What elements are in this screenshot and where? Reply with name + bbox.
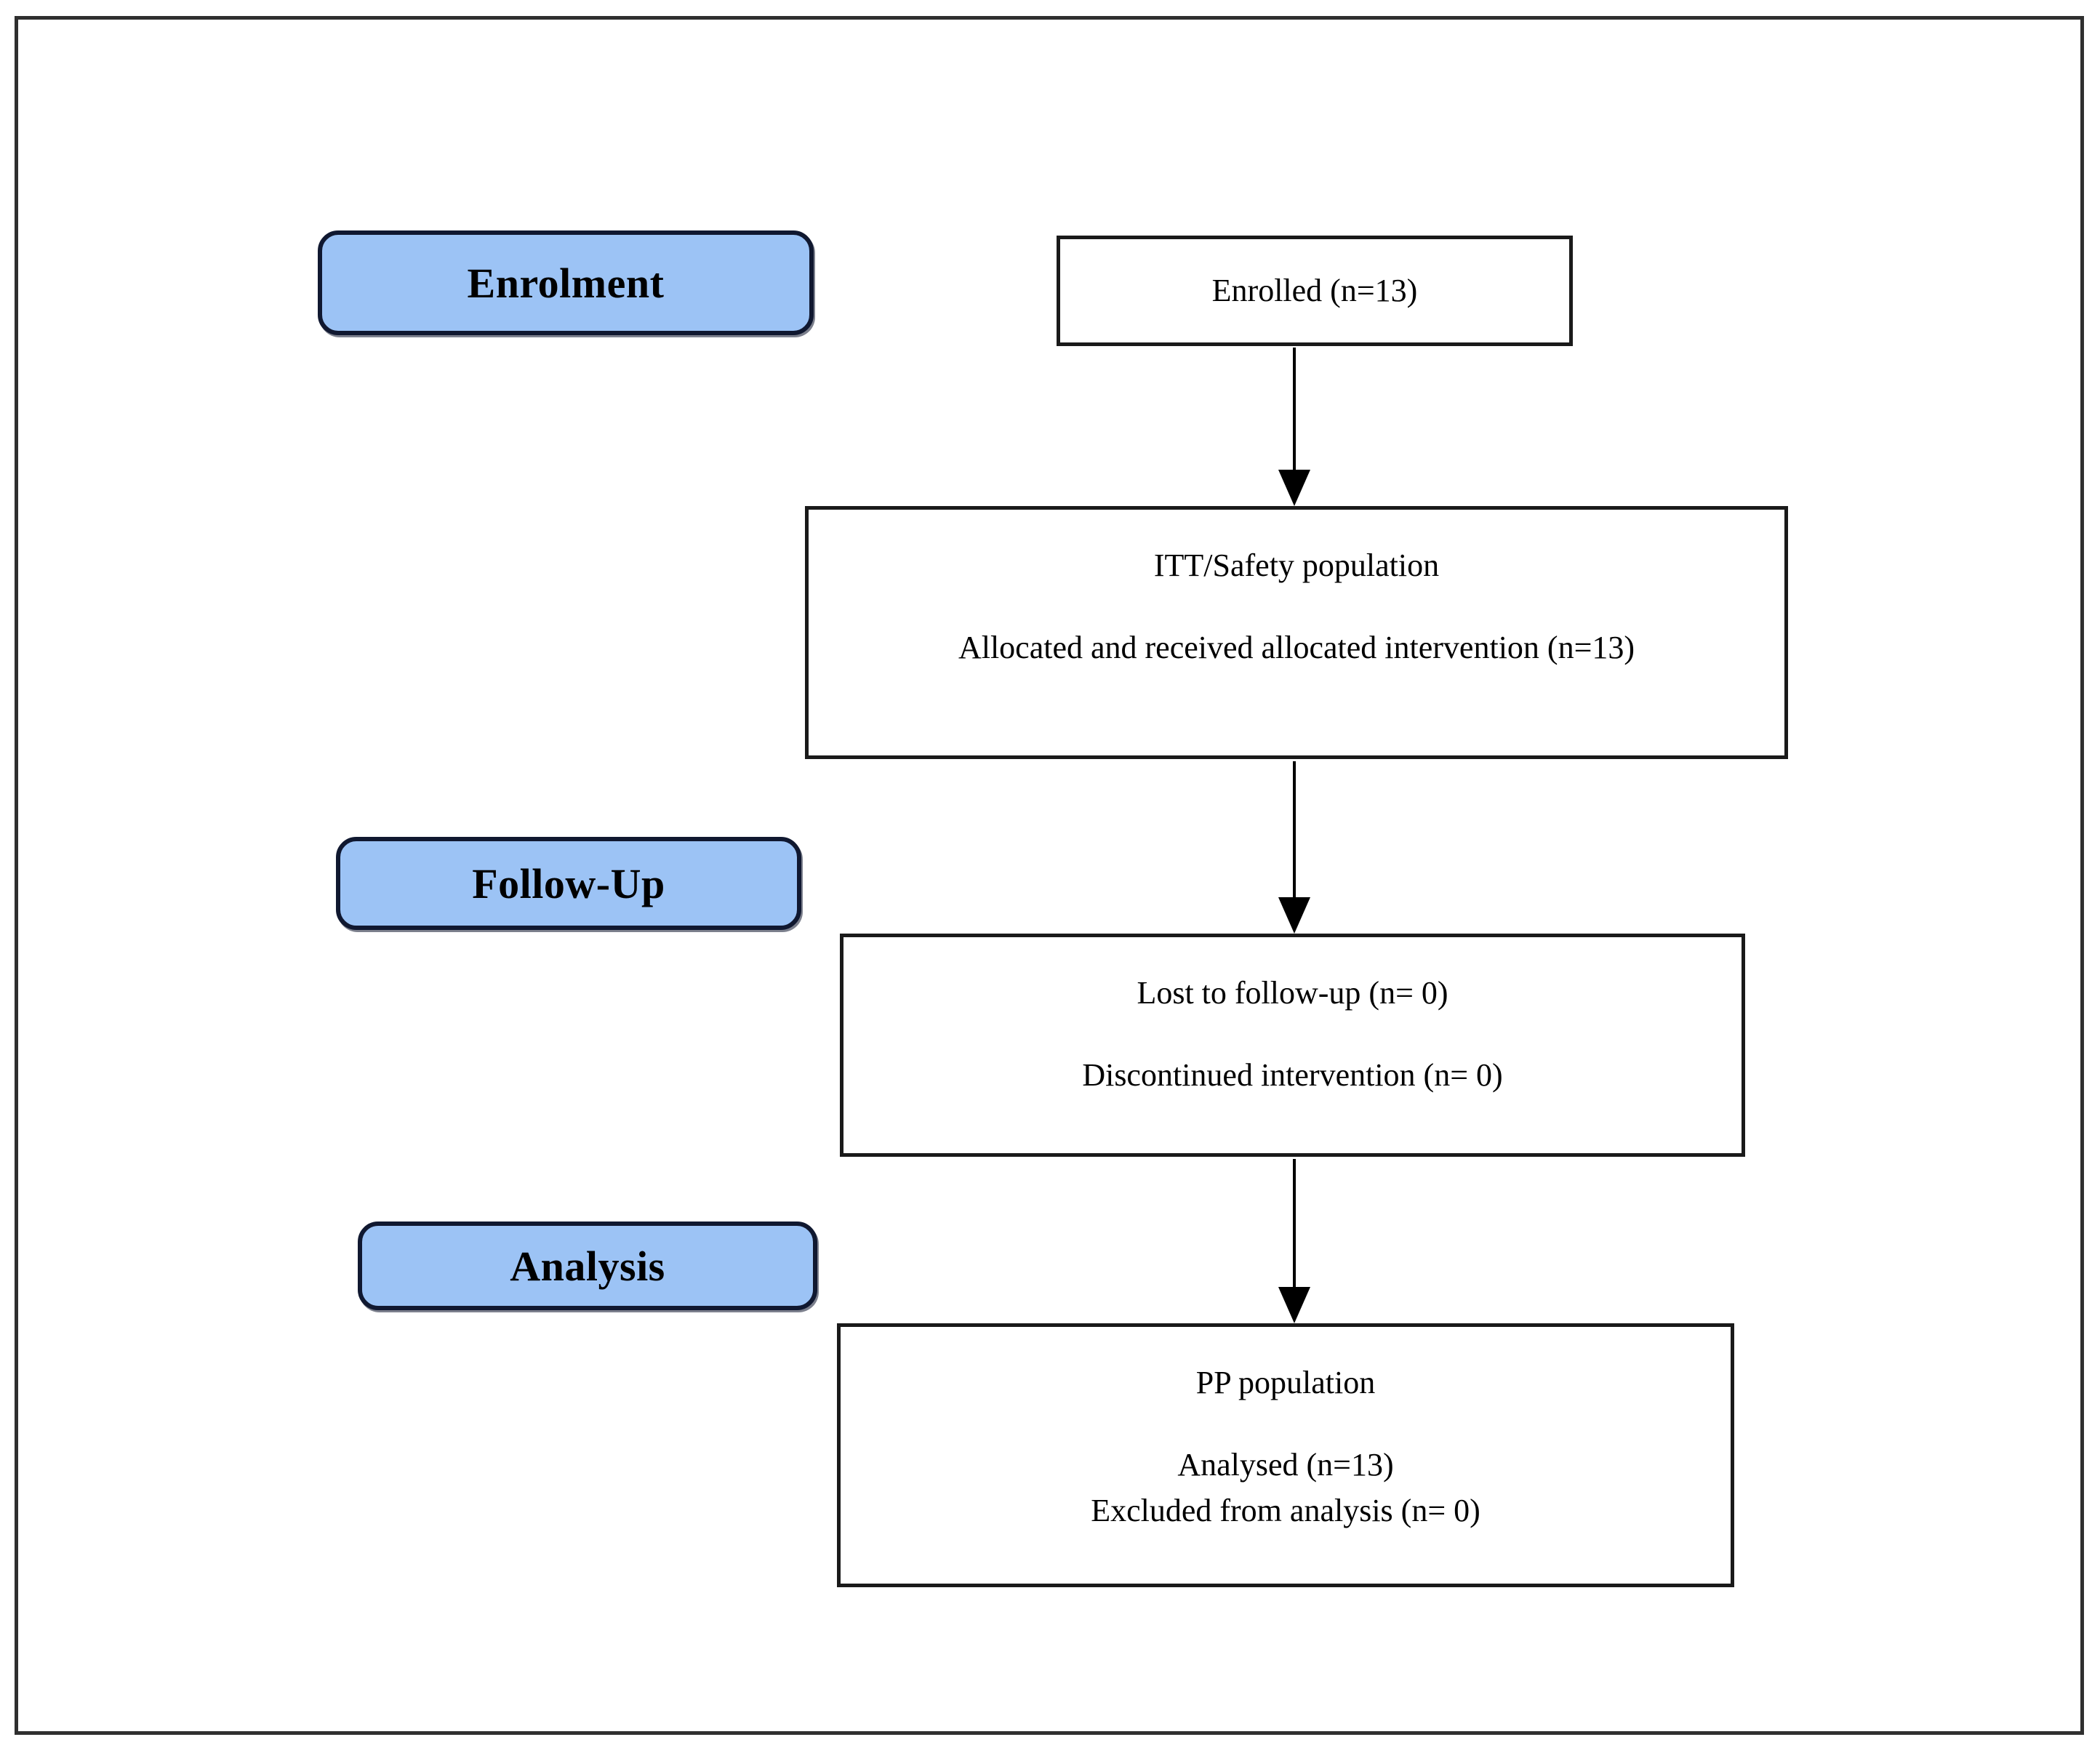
stage-label-follow-up-text: Follow-Up [472,859,665,907]
arrow-line [1293,348,1296,470]
arrow-head-down-icon [1278,470,1310,506]
arrow-head-down-icon [1278,1287,1310,1323]
enrolled-count-text: Enrolled (n=13) [1211,273,1418,309]
stage-label-analysis: Analysis [358,1222,817,1310]
flow-box-enrolled: Enrolled (n=13) [1057,236,1573,346]
pp-population-title: PP population [1195,1365,1376,1400]
discontinued-intervention-text: Discontinued intervention (n= 0) [1082,1057,1503,1094]
arrow-enrolled-to-itt [1278,348,1310,506]
flow-box-pp-population: PP population Analysed (n=13) Excluded f… [837,1323,1734,1587]
itt-allocated-text: Allocated and received allocated interve… [958,630,1635,666]
stage-label-enrolment-text: Enrolment [467,259,665,307]
excluded-from-analysis-text: Excluded from analysis (n= 0) [1091,1493,1480,1529]
itt-population-title: ITT/Safety population [1153,547,1440,583]
arrow-line [1293,1159,1296,1287]
stage-label-enrolment: Enrolment [318,230,814,335]
arrow-follow-up-to-pp [1278,1159,1310,1323]
stage-label-analysis-text: Analysis [510,1242,665,1290]
stage-label-follow-up: Follow-Up [336,837,801,930]
arrow-line [1293,761,1296,897]
arrow-head-down-icon [1278,897,1310,934]
arrow-itt-to-follow-up [1278,761,1310,934]
lost-to-follow-up-text: Lost to follow-up (n= 0) [1137,975,1448,1011]
analysed-count-text: Analysed (n=13) [1177,1447,1394,1483]
flow-box-follow-up: Lost to follow-up (n= 0) Discontinued in… [840,934,1745,1157]
flow-box-itt-safety-population: ITT/Safety population Allocated and rece… [805,506,1788,759]
